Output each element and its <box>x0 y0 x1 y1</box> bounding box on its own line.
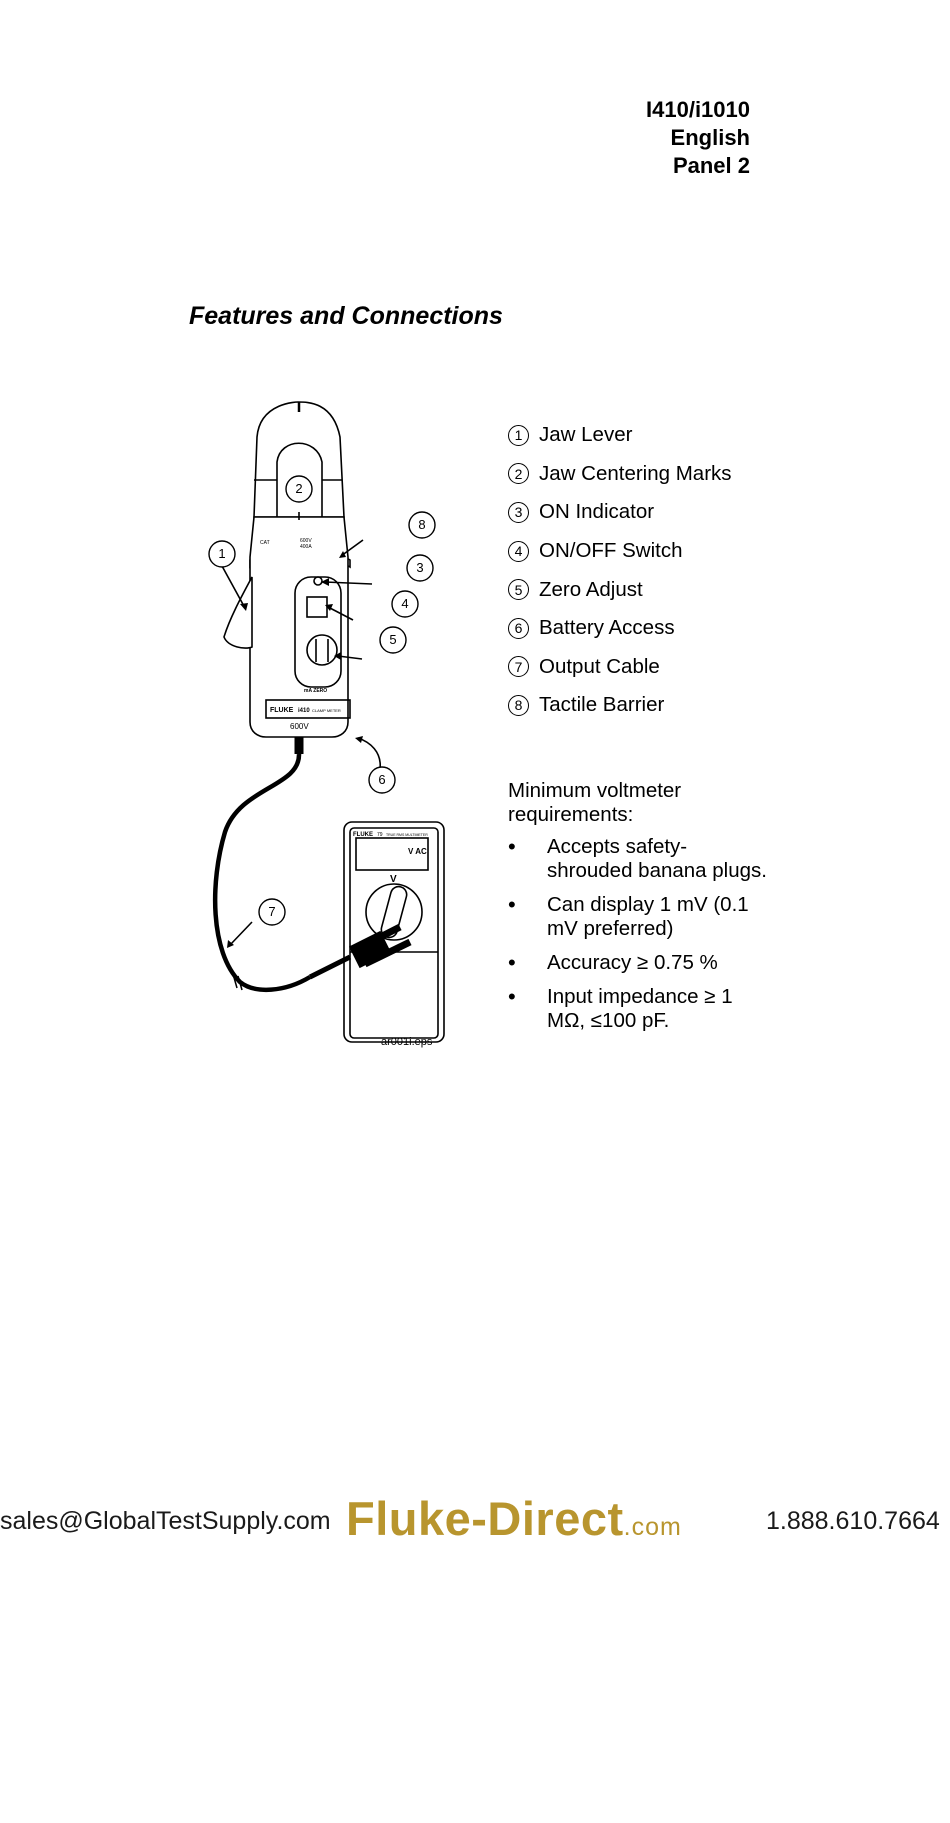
feature-number: 5 <box>508 579 529 601</box>
requirement-item: Accuracy ≥ 0.75 % <box>508 951 768 975</box>
feature-number: 2 <box>508 463 529 485</box>
feature-label: ON/OFF Switch <box>539 539 683 563</box>
feature-label: ON Indicator <box>539 500 655 524</box>
requirements-list: Accepts safety-shrouded banana plugs. Ca… <box>508 835 768 1033</box>
requirement-item: Input impedance ≥ 1 MΩ, ≤100 pF. <box>508 985 768 1033</box>
brand-suffix: .com <box>623 1513 682 1541</box>
figure-caption: ar001i.eps <box>381 1036 433 1048</box>
feature-label: Battery Access <box>539 616 675 640</box>
brand-main: Fluke-Direct <box>346 1492 624 1545</box>
features-list: 1 Jaw Lever 2 Jaw Centering Marks 3 ON Indi… <box>508 416 732 725</box>
feature-item: 8 Tactile Barrier <box>508 686 732 725</box>
feature-number: 1 <box>508 424 529 446</box>
feature-number: 4 <box>508 540 529 562</box>
callout-1: 1 <box>218 546 225 561</box>
callout-7: 7 <box>268 904 275 919</box>
feature-label: Jaw Lever <box>539 423 633 447</box>
phone-number[interactable]: 1.888.610.7664 <box>766 1507 940 1535</box>
feature-label: Zero Adjust <box>539 577 643 601</box>
feature-number: 6 <box>508 617 529 639</box>
feature-label: Output Cable <box>539 654 660 678</box>
meter-display: V AC <box>408 847 427 856</box>
callout-8: 8 <box>418 517 425 532</box>
callout-6: 6 <box>378 772 385 787</box>
callout-2: 2 <box>295 481 302 496</box>
meter-model: 79 <box>377 832 383 838</box>
model-label: I410/i1010 <box>646 97 750 122</box>
document-header: I410/i1010 English Panel 2 <box>646 96 750 180</box>
meter-sub: TRUE RMS MULTIMETER <box>386 833 428 837</box>
footer-banner: sales@GlobalTestSupply.com Fluke-Direct.… <box>0 1485 950 1545</box>
sales-email-link[interactable]: sales@GlobalTestSupply.com <box>0 1507 331 1535</box>
meter-dial-label: V <box>390 874 397 885</box>
callout-3: 3 <box>416 560 423 575</box>
clamp-model: i410 <box>298 708 310 714</box>
cat-label: CAT <box>260 540 270 546</box>
fluke-direct-logo[interactable]: Fluke-Direct.com <box>346 1491 682 1546</box>
feature-label: Tactile Barrier <box>539 693 665 717</box>
section-title: Features and Connections <box>189 302 503 330</box>
clamp-meter-illustration: 2 1 8 3 4 5 6 7 CAT 600V 400A mA ZERO FL… <box>208 401 445 1043</box>
requirements-heading: Minimum voltmeter requirements: <box>508 779 682 826</box>
feature-item: 6 Battery Access <box>508 609 732 648</box>
requirement-item: Can display 1 mV (0.1 mV preferred) <box>508 893 768 941</box>
meter-brand: FLUKE <box>353 832 373 838</box>
requirement-item: Accepts safety-shrouded banana plugs. <box>508 835 768 883</box>
clamp-sub: CLAMP METER <box>312 708 341 713</box>
voltmeter-requirements: Minimum voltmeter requirements: Accepts … <box>508 779 768 1043</box>
clamp-brand: FLUKE <box>270 707 294 714</box>
callout-5: 5 <box>389 632 396 647</box>
panel-label: Panel 2 <box>672 153 750 178</box>
feature-number: 8 <box>508 694 529 716</box>
clamp-rating: 600V <box>290 722 309 731</box>
feature-item: 1 Jaw Lever <box>508 416 732 455</box>
zero-label: mA ZERO <box>304 688 327 694</box>
feature-number: 7 <box>508 656 529 678</box>
jaw-rating-2: 400A <box>300 544 312 550</box>
feature-item: 4 ON/OFF Switch <box>508 532 732 571</box>
language-label: English <box>670 125 750 150</box>
feature-item: 5 Zero Adjust <box>508 570 732 609</box>
feature-number: 3 <box>508 501 529 523</box>
feature-item: 7 Output Cable <box>508 648 732 687</box>
feature-item: 2 Jaw Centering Marks <box>508 455 732 494</box>
feature-label: Jaw Centering Marks <box>539 461 732 485</box>
feature-item: 3 ON Indicator <box>508 493 732 532</box>
jaw-rating-1: 600V <box>300 538 312 544</box>
callout-4: 4 <box>401 596 408 611</box>
